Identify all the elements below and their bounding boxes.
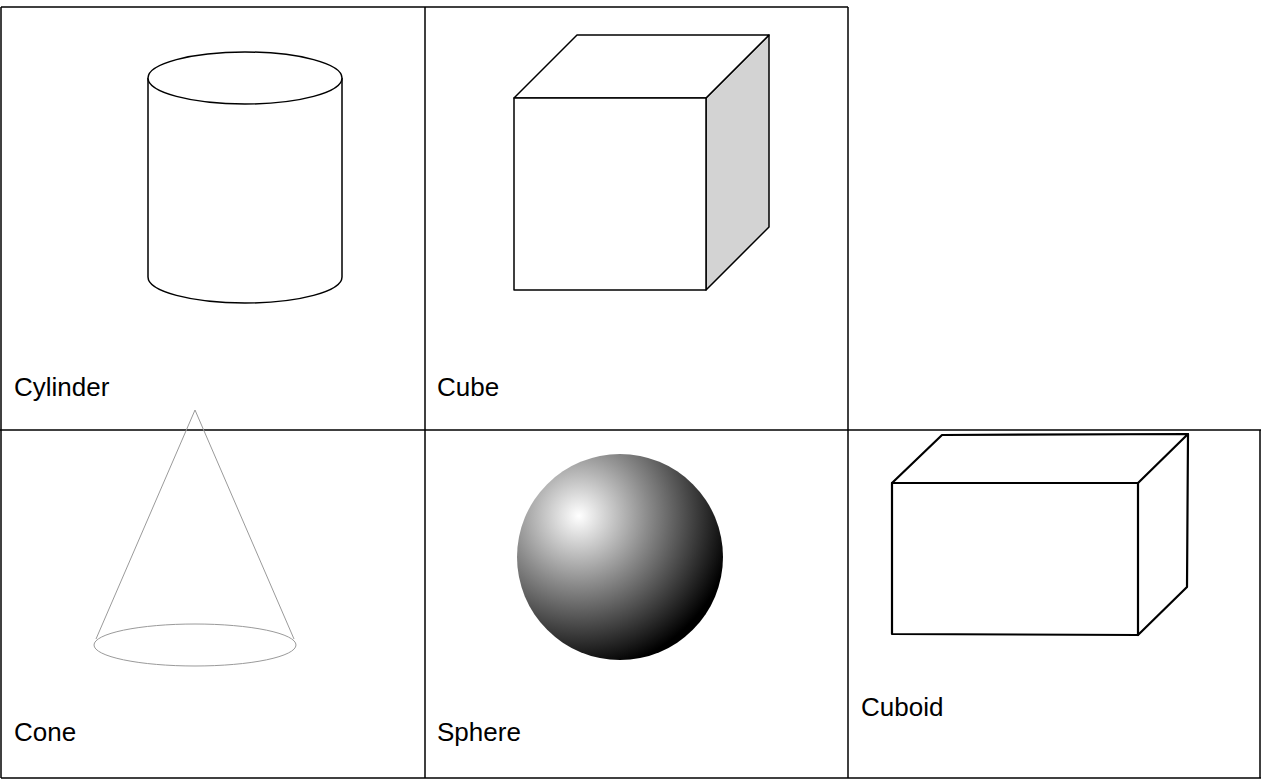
shape-label: Sphere [437,717,521,747]
grid-line [1,777,1261,779]
cuboid-figure [892,434,1188,635]
cylinder-top [148,52,342,104]
table-grid [0,7,1261,778]
cube-figure [514,35,769,290]
cone-figure [94,410,296,666]
shape-label: Cylinder [14,372,109,402]
cuboid-top-face [892,434,1188,483]
cone-side [96,410,195,639]
cuboid-front-face [892,483,1138,635]
grid-line [424,7,426,778]
cone-side [195,410,294,639]
cube-front-face [514,98,706,290]
shape-label: Cone [14,717,76,747]
grid-line [1259,430,1261,778]
shape-label: Cuboid [861,692,943,722]
cube-top-face [514,35,769,98]
cuboid-side-edges [1138,434,1188,635]
cylinder-body [148,78,342,303]
sphere-figure [517,454,723,660]
cone-base [94,624,296,666]
cylinder-figure [148,52,342,303]
grid-line [0,7,2,778]
grid-line [0,429,1261,431]
grid-line [847,7,849,778]
shape-label: Cube [437,372,499,402]
